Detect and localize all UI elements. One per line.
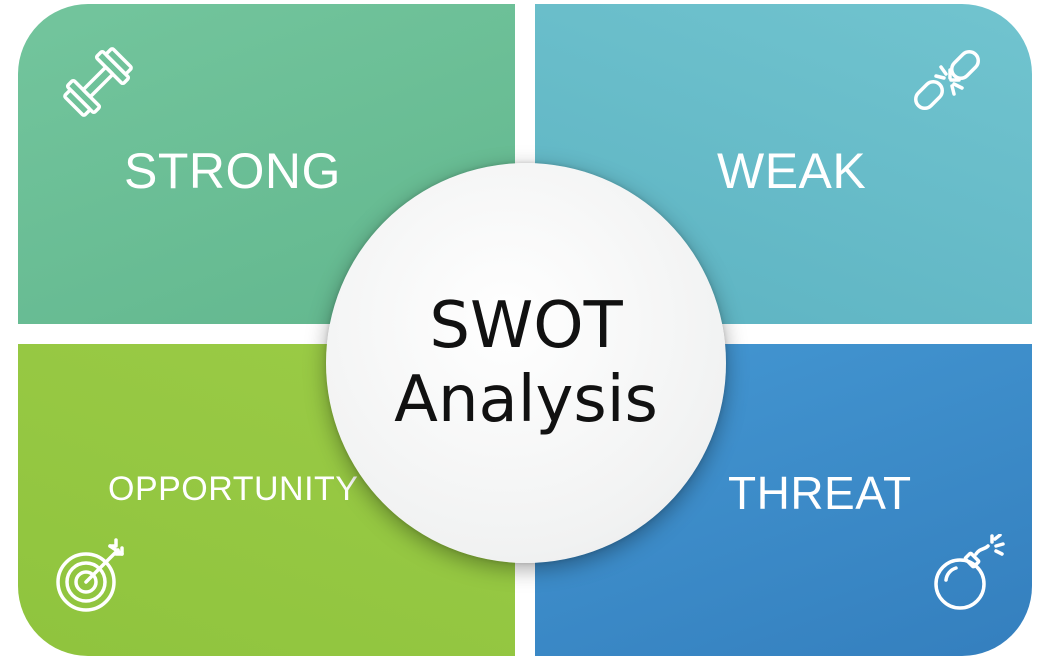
strengths-label: STRONG <box>124 143 341 199</box>
dumbbell-icon <box>63 47 133 117</box>
threats-label: THREAT <box>728 467 912 519</box>
center-title-line2: Analysis <box>394 363 658 437</box>
bomb-icon <box>934 534 1005 610</box>
broken-chain-icon <box>914 50 980 110</box>
target-arrow-icon <box>56 538 124 612</box>
opportunities-label: OPPORTUNITY <box>108 470 359 508</box>
strengths-quadrant: STRONG <box>18 4 515 324</box>
swot-center-circle: SWOT Analysis <box>326 163 726 563</box>
weaknesses-label: WEAK <box>717 143 867 199</box>
center-title-line1: SWOT <box>429 289 623 363</box>
